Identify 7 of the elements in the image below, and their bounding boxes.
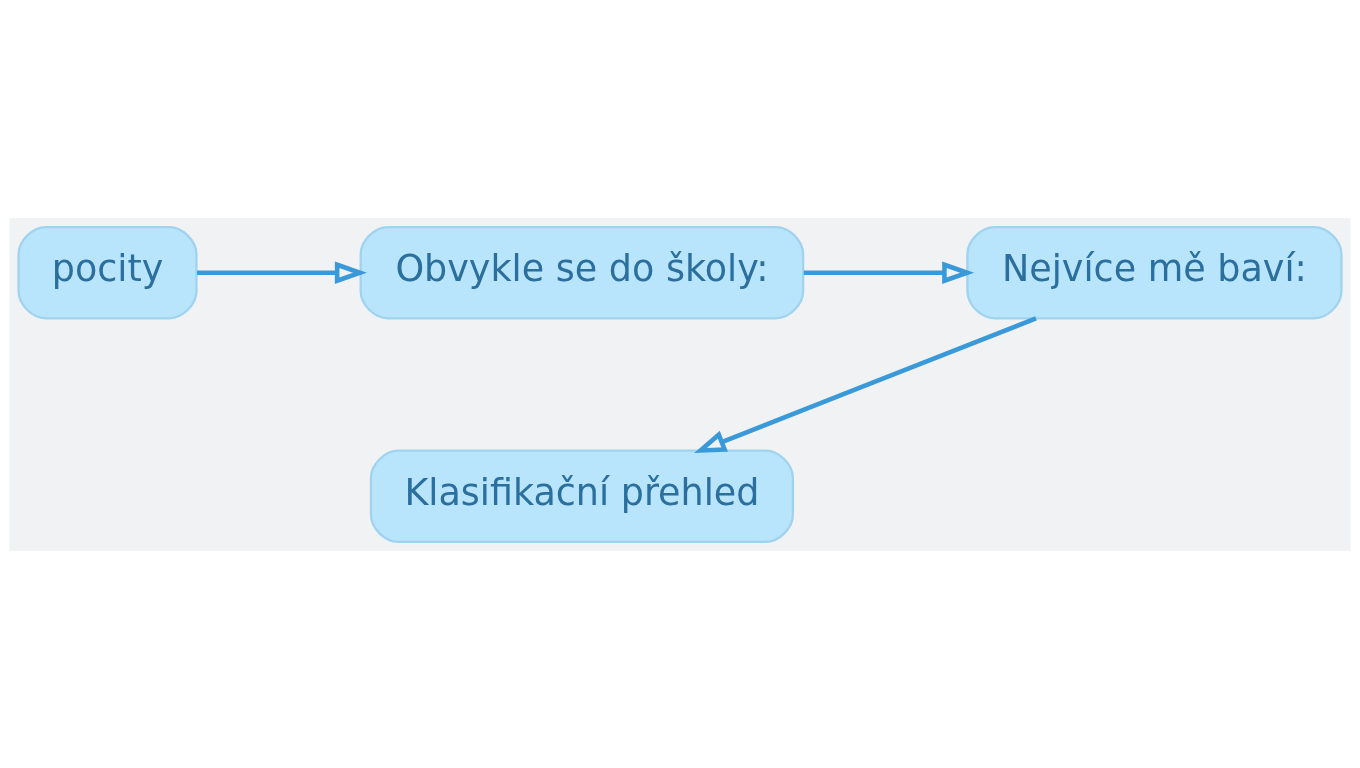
node-box: Obvykle se do školy: — [359, 225, 805, 319]
arrow — [197, 261, 367, 284]
arrow — [803, 261, 975, 284]
node-box: Nejvíce mě baví: — [966, 225, 1343, 319]
arrow — [694, 315, 1037, 453]
node-box: pocity — [17, 225, 198, 319]
node-box: Klasifikační přehled — [369, 449, 795, 543]
